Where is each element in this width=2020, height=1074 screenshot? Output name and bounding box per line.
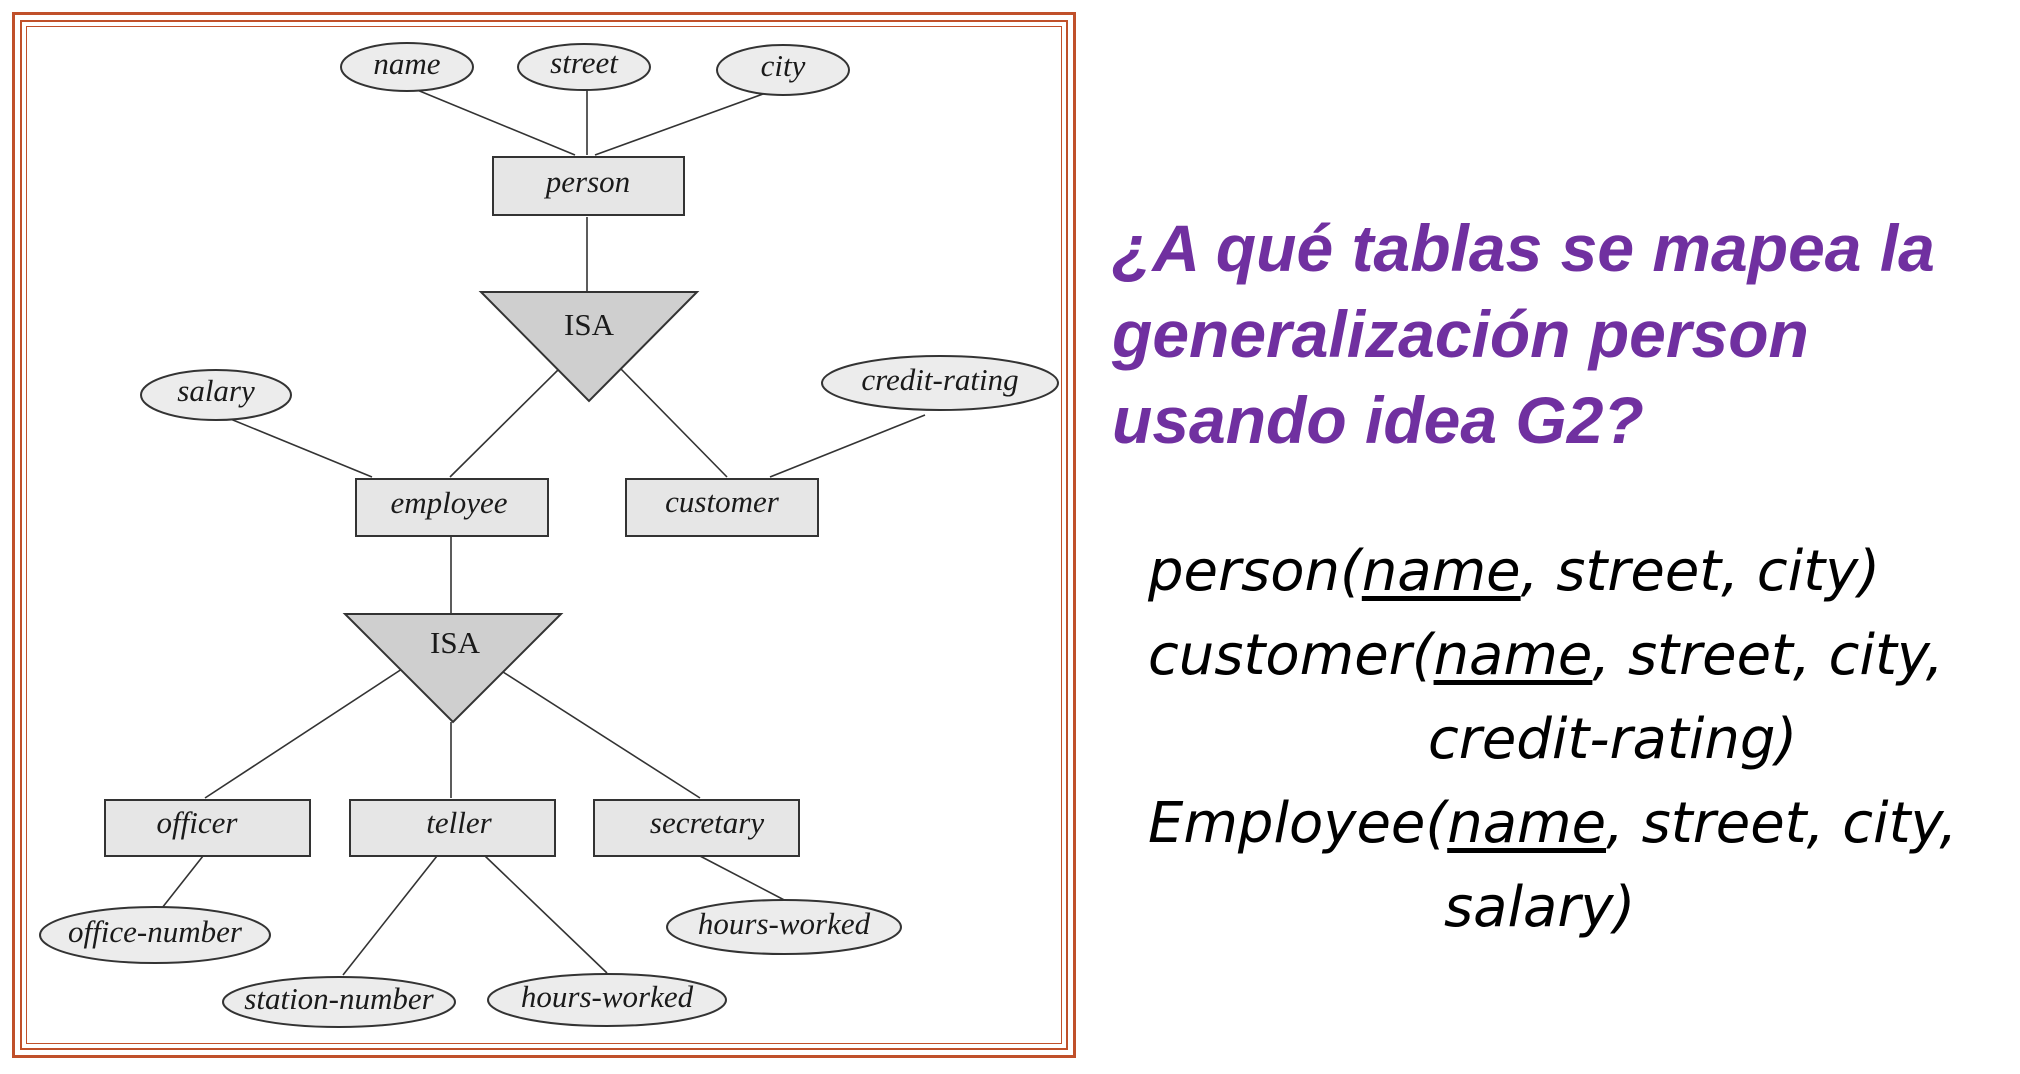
customer-other-attributes: , street, city,: [1592, 623, 1944, 688]
attr-street: street: [517, 43, 651, 91]
isa-top-label: ISA: [564, 307, 615, 342]
entity-teller-label: teller: [426, 805, 492, 840]
attr-station-number: station-number: [222, 976, 456, 1028]
link-isa-customer: [619, 367, 728, 478]
isa-bottom-label: ISA: [430, 625, 481, 660]
attr-office-number-label: office-number: [68, 914, 243, 949]
attr-station-number-label: station-number: [244, 981, 434, 1016]
link-teller-hoursworked: [484, 855, 608, 974]
entity-officer-label: officer: [157, 805, 239, 840]
employee-key-attribute: name: [1447, 791, 1607, 856]
entity-secretary: secretary: [593, 799, 800, 857]
entity-customer: customer: [625, 478, 819, 537]
customer-key-attribute: name: [1433, 623, 1593, 688]
attr-hours-worked-secretary: hours-worked: [666, 899, 902, 955]
link-officer-officenumber: [161, 855, 204, 909]
attr-hours-worked-teller: hours-worked: [487, 973, 727, 1027]
attr-salary: salary: [140, 369, 292, 421]
attr-street-label: street: [550, 45, 619, 80]
entity-customer-label: customer: [665, 484, 780, 519]
link-city-person: [594, 89, 775, 156]
question-line-1: ¿A qué tablas se mapea la: [1112, 211, 1935, 285]
person-other-attributes: , street, city): [1520, 539, 1881, 604]
entity-employee-label: employee: [390, 485, 507, 520]
link-teller-stationnumber: [342, 855, 438, 976]
employee-table-name: Employee(: [1148, 791, 1448, 856]
link-isa-secretary: [502, 671, 701, 799]
er-diagram: name street city salary credit-rating of…: [39, 42, 1059, 1028]
person-key-attribute: name: [1361, 539, 1521, 604]
answer-customer-schema: customer(name, street, city,: [1148, 614, 2008, 698]
diagram-frame-outer: [12, 12, 1076, 1058]
link-secretary-hoursworked: [699, 855, 791, 904]
customer-table-name: customer(: [1148, 623, 1434, 688]
answer-person-schema: person(name, street, city): [1148, 530, 2008, 614]
answer-text: person(name, street, city) customer(name…: [1148, 530, 2008, 950]
entity-person-label: person: [544, 164, 630, 199]
entity-officer: officer: [104, 799, 311, 857]
link-salary-employee: [227, 417, 373, 478]
attr-name: name: [340, 42, 474, 92]
entity-employee: employee: [355, 478, 549, 537]
attr-credit-rating: credit-rating: [821, 355, 1059, 411]
entity-secretary-label: secretary: [650, 805, 764, 840]
attr-salary-label: salary: [177, 373, 255, 408]
isa-top: ISA: [478, 291, 700, 403]
question-line-2: generalización person: [1112, 297, 1809, 371]
diagram-frame-inner: [20, 20, 1068, 1050]
link-isa-officer: [204, 666, 406, 799]
diagram-links: [161, 84, 926, 976]
attr-office-number: office-number: [39, 906, 271, 964]
employee-other-attributes: , street, city,: [1606, 791, 1958, 856]
isa-bottom: ISA: [342, 613, 564, 724]
attr-city: city: [716, 44, 850, 96]
attr-city-label: city: [761, 48, 806, 83]
question-line-3: usando idea G2?: [1112, 383, 1644, 457]
answer-employee-schema: Employee(name, street, city,: [1148, 782, 2008, 866]
answer-employee-continuation: salary): [1444, 875, 1636, 940]
attr-credit-rating-label: credit-rating: [861, 362, 1018, 397]
attr-hours-worked-secretary-label: hours-worked: [698, 906, 871, 941]
entity-person: person: [492, 156, 685, 216]
link-creditrating-customer: [769, 414, 926, 478]
answer-customer-continuation: credit-rating): [1428, 707, 1798, 772]
attr-hours-worked-teller-label: hours-worked: [521, 979, 694, 1014]
entity-teller: teller: [349, 799, 556, 857]
person-table-name: person(: [1148, 539, 1362, 604]
link-name-person: [404, 84, 576, 156]
link-isa-employee: [449, 367, 561, 478]
diagram-frame-inner2: [26, 26, 1062, 1044]
question-text: ¿A qué tablas se mapea la generalización…: [1112, 205, 2012, 463]
attr-name-label: name: [373, 46, 440, 81]
